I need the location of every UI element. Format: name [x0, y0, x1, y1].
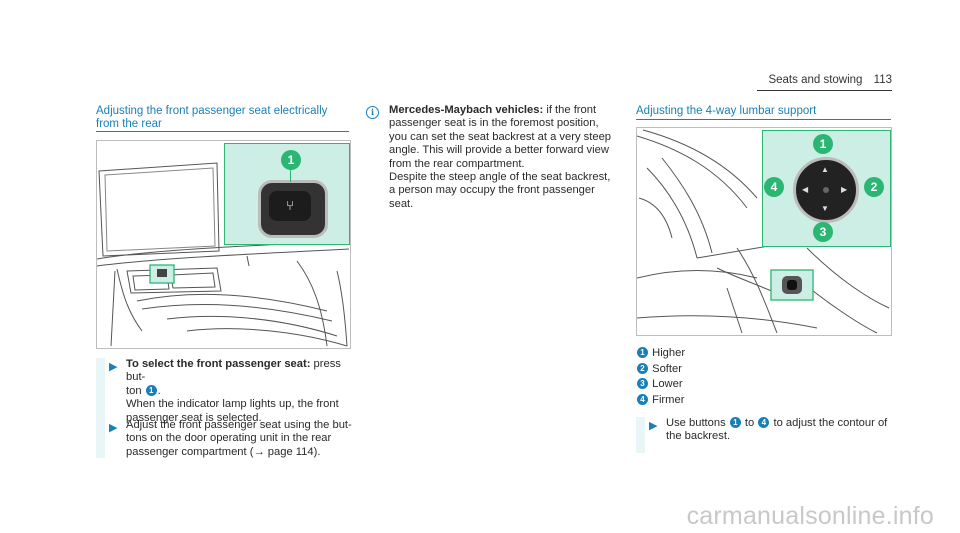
legend-label: Higher: [652, 347, 686, 359]
note-text: seat.: [389, 197, 414, 210]
step-text: to adjust the contour of: [770, 417, 888, 429]
legend-label: Softer: [652, 362, 682, 375]
step-bar-left: [96, 358, 105, 458]
note-text: from the rear compartment.: [389, 157, 525, 170]
page-link[interactable]: page 114).: [264, 445, 321, 458]
callout-4: 4: [764, 177, 784, 197]
door-figure: ⑂ 1: [96, 140, 351, 349]
legend-label: Firmer: [652, 393, 685, 406]
legend-number: 1: [637, 347, 648, 358]
note-text: passenger seat is in the foremost positi…: [389, 117, 599, 130]
step-text: When the indicator lamp lights up, the f…: [126, 398, 339, 411]
maybach-note: Mercedes-Maybach vehicles: if the front …: [389, 104, 629, 211]
play-arrow-icon: ▶: [649, 420, 658, 432]
step-text: ton: [126, 384, 145, 397]
title-line-1: Adjusting the front passenger seat elect…: [96, 105, 328, 117]
callout-1: 1: [281, 150, 301, 170]
legend-number: 2: [637, 362, 648, 374]
callout-2: 2: [864, 177, 884, 197]
note-bold: Mercedes-Maybach vehicles:: [389, 104, 544, 116]
marker-1: 1: [145, 384, 157, 396]
header-rule: [757, 90, 892, 91]
step-text: Adjust the front passenger seat using th…: [126, 419, 352, 431]
play-arrow-icon: ▶: [109, 361, 118, 373]
title-line-2: from the rear: [96, 118, 162, 130]
legend-item: 1 Higher: [636, 346, 685, 362]
step-bold: To select the front passenger seat:: [126, 358, 311, 370]
arrow-down-icon: ▼: [821, 204, 829, 213]
legend-list: 1 Higher 2 Softer 3 Lower 4 Firmer: [636, 346, 685, 408]
watermark: carmanualsonline.info: [686, 502, 934, 530]
step-text: .: [157, 384, 161, 397]
header-section: Seats and stowing: [768, 74, 863, 86]
step-bar-right: [636, 417, 645, 453]
section-title-right: Adjusting the 4-way lumbar support: [636, 105, 817, 117]
page-link-arrow[interactable]: →: [253, 445, 265, 458]
callout-1: 1: [813, 134, 833, 154]
legend-item: 3 Lower: [636, 377, 685, 393]
step-adjust-seat: Adjust the front passenger seat using th…: [126, 419, 361, 459]
arrow-up-icon: ▲: [821, 165, 829, 174]
marker-1: 1: [729, 417, 741, 428]
legend-item: 2 Softer: [636, 362, 685, 378]
note-text: a person may occupy the front passenger: [389, 184, 595, 197]
note-text: if the front: [543, 104, 597, 116]
step-select-seat: To select the front passenger seat: pres…: [126, 358, 356, 425]
legend-label: Lower: [652, 378, 683, 390]
section-rule-left: [96, 131, 349, 132]
lumbar-control: ▲ ▼ ◀ ▶: [793, 157, 859, 223]
lumbar-inset: ▲ ▼ ◀ ▶ 1 2 3 4: [762, 130, 891, 247]
legend-number: 4: [637, 393, 648, 405]
info-icon: i: [366, 106, 379, 119]
legend-number: 3: [637, 378, 648, 389]
note-text: Despite the steep angle of the seat back…: [389, 171, 611, 184]
step-text: to: [741, 417, 758, 429]
callout-3: 3: [813, 222, 833, 242]
seat-icon: ⑂: [269, 191, 311, 221]
step-text: tons on the door operating unit in the r…: [126, 432, 332, 445]
step-text: Use buttons: [666, 417, 729, 429]
step-text: passenger compartment (: [126, 445, 254, 458]
legend-item: 4 Firmer: [636, 393, 685, 409]
door-illustration: [97, 162, 350, 347]
running-header: Seats and stowing 113: [768, 74, 892, 86]
step-text: the backrest.: [666, 430, 731, 443]
step-text: passenger seat is selected.: [126, 411, 262, 424]
door-inset: ⑂ 1: [224, 143, 350, 245]
seat-illustration: [637, 129, 890, 334]
marker-4: 4: [758, 417, 770, 428]
center-dot: [823, 187, 829, 193]
note-text: you can set the seat backrest at a very …: [389, 130, 612, 143]
seat-select-button: ⑂: [258, 180, 328, 238]
step-text: press but-: [126, 358, 341, 384]
page-number: 113: [873, 74, 892, 86]
lumbar-figure: ▲ ▼ ◀ ▶ 1 2 3 4: [636, 127, 892, 336]
step-lumbar: Use buttons 1 to 4 to adjust the contour…: [666, 417, 896, 444]
section-rule-right: [636, 119, 891, 120]
arrow-left-icon: ◀: [802, 185, 809, 194]
section-title-left: Adjusting the front passenger seat elect…: [96, 105, 327, 131]
note-text: angle. This will provide a better forwar…: [389, 144, 609, 157]
arrow-right-icon: ▶: [841, 185, 848, 194]
callout-line: [290, 170, 291, 182]
play-arrow-icon: ▶: [109, 422, 118, 434]
